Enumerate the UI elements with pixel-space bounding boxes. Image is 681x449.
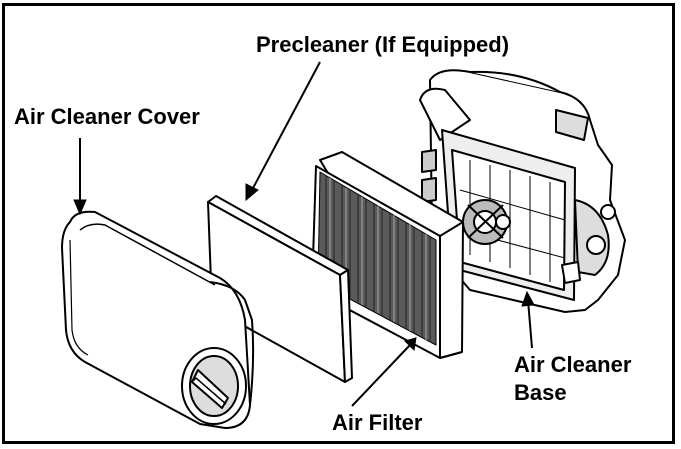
label-air-filter: Air Filter xyxy=(332,410,423,435)
label-precleaner: Precleaner (If Equipped) xyxy=(256,32,510,57)
air-filter xyxy=(311,151,464,359)
arrow-precleaner xyxy=(251,61,321,191)
arrow-filter xyxy=(351,344,411,407)
air-cleaner-base xyxy=(419,69,626,313)
label-air-cleaner-cover: Air Cleaner Cover xyxy=(14,104,200,129)
leader-lines xyxy=(73,61,535,407)
arrow-base xyxy=(527,299,533,349)
precleaner-foam xyxy=(207,195,353,383)
label-air-cleaner-base-line1: Air Cleaner xyxy=(514,352,632,377)
label-air-cleaner-base-line2: Base xyxy=(514,380,567,405)
air-cleaner-cover xyxy=(61,210,255,429)
